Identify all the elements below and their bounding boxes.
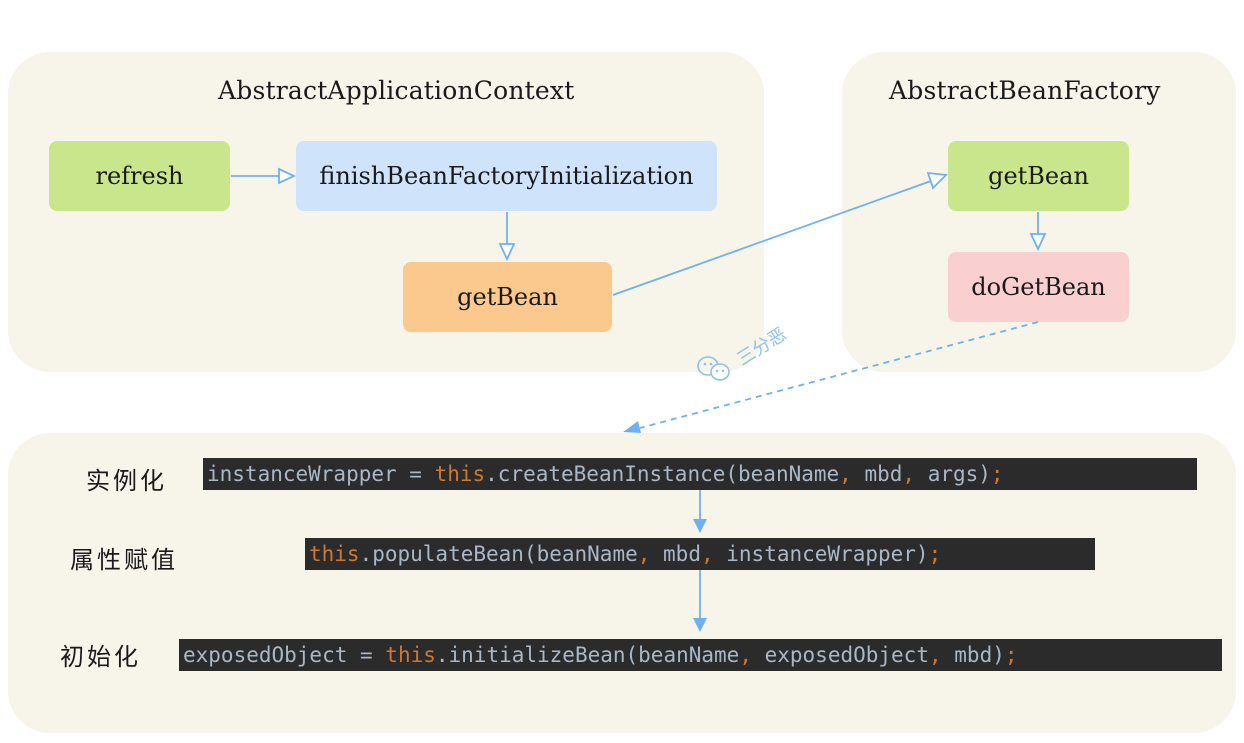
do-get-bean-node: doGetBean xyxy=(948,252,1129,322)
code-text: instanceWrapper) xyxy=(713,542,929,566)
step-label-initialize: 初始化 xyxy=(60,643,141,671)
code-create-bean-instance: instanceWrapper = this.createBeanInstanc… xyxy=(203,458,1197,490)
refresh-node: refresh xyxy=(49,141,230,211)
finish-bean-factory-initialization-node: finishBeanFactoryInitialization xyxy=(296,141,717,211)
code-text: exposedObject xyxy=(751,643,929,667)
code-punctuation: , xyxy=(928,643,942,667)
arrow-step1-to-step2 xyxy=(693,489,707,533)
code-populate-bean: this.populateBean(beanName, mbd, instanc… xyxy=(305,538,1095,570)
code-punctuation: ; xyxy=(990,462,1004,486)
arrow-finish-to-getbean xyxy=(498,212,516,262)
right-panel-title: AbstractBeanFactory xyxy=(889,76,1161,105)
code-text: mbd xyxy=(650,542,701,566)
code-punctuation: , xyxy=(739,643,752,667)
code-text: exposedObject = xyxy=(183,643,386,667)
code-punctuation: , xyxy=(637,542,651,566)
step-label-instantiate: 实例化 xyxy=(86,467,167,495)
code-punctuation: , xyxy=(902,462,916,486)
arrow-step2-to-step3 xyxy=(693,570,707,632)
arrow-getbean-to-factory-getbean xyxy=(612,171,948,296)
code-text: mbd) xyxy=(941,643,1005,667)
wechat-icon xyxy=(697,356,730,381)
code-text: .initializeBean(beanName xyxy=(435,643,740,667)
code-initialize-bean: exposedObject = this.initializeBean(bean… xyxy=(179,639,1222,671)
code-keyword: this xyxy=(434,462,486,486)
code-text: instanceWrapper = xyxy=(207,462,435,486)
code-keyword: this xyxy=(385,643,436,667)
code-punctuation: ; xyxy=(1004,643,1018,667)
code-text: .createBeanInstance(beanName xyxy=(485,462,840,486)
code-text: .populateBean(beanName xyxy=(359,542,638,566)
abstract-application-context-panel xyxy=(8,52,764,372)
code-punctuation: ; xyxy=(928,542,942,566)
get-bean-node-left: getBean xyxy=(403,262,612,332)
code-punctuation: , xyxy=(700,542,714,566)
arrow-dogetbean-to-lifecycle xyxy=(623,321,1039,433)
code-text: args) xyxy=(915,462,991,486)
arrow-getbean-to-dogetbean xyxy=(1029,212,1047,252)
get-bean-node-right: getBean xyxy=(948,141,1129,211)
arrow-refresh-to-finish xyxy=(231,167,297,185)
code-text: mbd xyxy=(851,462,903,486)
step-label-populate: 属性赋值 xyxy=(70,546,178,574)
left-panel-title: AbstractApplicationContext xyxy=(218,76,575,105)
code-keyword: this xyxy=(309,542,360,566)
code-punctuation: , xyxy=(839,462,852,486)
